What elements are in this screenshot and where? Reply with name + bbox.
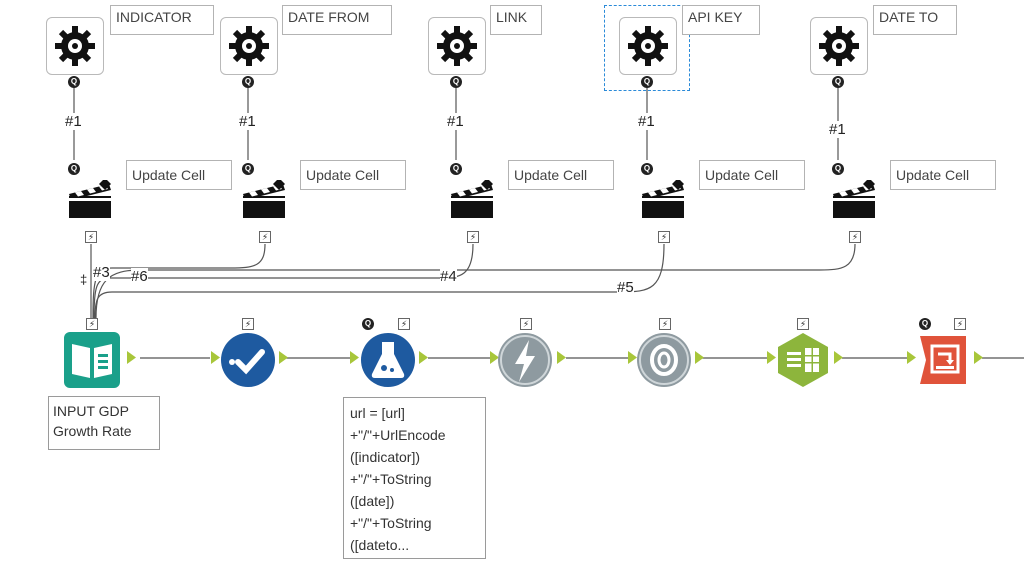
annotation-line: INPUT GDP: [53, 403, 129, 419]
connection-label: #4: [440, 268, 457, 285]
input-anchor[interactable]: [767, 351, 776, 364]
question-badge: Q: [68, 76, 80, 88]
config-tool-api-key[interactable]: [619, 17, 677, 75]
gear-icon: [628, 26, 668, 66]
formula-flask-icon[interactable]: [360, 332, 416, 388]
annotation-line: ([indicator]): [350, 449, 421, 465]
config-label-indicator: INDICATOR: [110, 5, 214, 35]
input-anchor[interactable]: [628, 351, 637, 364]
output-anchor[interactable]: [695, 351, 704, 364]
formula-annotation: url = [url] +"/"+UrlEncode ([indicator])…: [343, 397, 486, 559]
output-anchor[interactable]: [127, 351, 136, 364]
output-anchor[interactable]: [279, 351, 288, 364]
update-cell-action-icon[interactable]: [831, 180, 877, 220]
annotation-line: Growth Rate: [53, 423, 132, 439]
annotation-line: +"/"+UrlEncode: [350, 427, 446, 443]
question-badge: Q: [68, 163, 80, 175]
action-input-anchor[interactable]: ⚡: [86, 318, 98, 330]
action-anchor[interactable]: ⚡: [849, 231, 861, 243]
connection-label: #1: [447, 113, 464, 130]
connection-label: #1: [638, 113, 655, 130]
input-anchor[interactable]: [490, 351, 499, 364]
action-anchor[interactable]: ⚡: [658, 231, 670, 243]
update-cell-label: Update Cell: [699, 160, 805, 190]
action-anchor[interactable]: ⚡: [259, 231, 271, 243]
question-badge: Q: [362, 318, 374, 330]
question-badge: Q: [832, 76, 844, 88]
connection-label: #6: [131, 268, 148, 285]
action-input-anchor[interactable]: ⚡: [797, 318, 809, 330]
config-label-link: LINK: [490, 5, 542, 35]
bolt-download-icon[interactable]: [497, 332, 553, 388]
connection-label: #3: [93, 264, 110, 281]
connection-label: #1: [239, 113, 256, 130]
input-tool-annotation: INPUT GDP Growth Rate: [48, 396, 160, 450]
action-input-anchor[interactable]: ⚡: [659, 318, 671, 330]
annotation-line: url = [url]: [350, 405, 405, 421]
question-badge: Q: [242, 163, 254, 175]
annotation-line: +"/"+ToString: [350, 515, 432, 531]
output-anchor[interactable]: [974, 351, 983, 364]
action-anchor[interactable]: ⚡: [85, 231, 97, 243]
config-tool-indicator[interactable]: [46, 17, 104, 75]
input-anchor[interactable]: [907, 351, 916, 364]
input-anchor[interactable]: [350, 351, 359, 364]
update-cell-action-icon[interactable]: [67, 180, 113, 220]
book-input-icon[interactable]: [64, 332, 120, 388]
gear-icon: [819, 26, 859, 66]
config-tool-date-from[interactable]: [220, 17, 278, 75]
connection-label: #1: [829, 121, 846, 138]
text-to-columns-icon[interactable]: [775, 332, 831, 388]
question-badge: Q: [242, 76, 254, 88]
output-anchor[interactable]: [419, 351, 428, 364]
update-cell-action-icon[interactable]: [241, 180, 287, 220]
question-badge: Q: [641, 163, 653, 175]
question-badge: Q: [450, 163, 462, 175]
update-cell-action-icon[interactable]: [640, 180, 686, 220]
question-badge: Q: [641, 76, 653, 88]
annotation-line: ([date]): [350, 493, 395, 509]
config-tool-link[interactable]: [428, 17, 486, 75]
input-anchor[interactable]: [211, 351, 220, 364]
config-label-date-to: DATE TO: [873, 5, 957, 35]
json-parse-icon[interactable]: [636, 332, 692, 388]
update-cell-label: Update Cell: [300, 160, 406, 190]
connection-label: #1: [65, 113, 82, 130]
question-badge: Q: [919, 318, 931, 330]
question-badge: Q: [450, 76, 462, 88]
update-cell-action-icon[interactable]: [449, 180, 495, 220]
annotation-line: +"/"+ToString: [350, 471, 432, 487]
config-tool-date-to[interactable]: [810, 17, 868, 75]
action-input-anchor[interactable]: ⚡: [398, 318, 410, 330]
update-cell-label: Update Cell: [890, 160, 996, 190]
config-label-date-from: DATE FROM: [282, 5, 392, 35]
gear-icon: [55, 26, 95, 66]
connection-label: #5: [617, 279, 634, 296]
action-anchor[interactable]: ⚡: [467, 231, 479, 243]
gear-icon: [437, 26, 477, 66]
connection-label: ‡: [80, 272, 88, 287]
selection-outline: [604, 5, 690, 91]
output-anchor[interactable]: [834, 351, 843, 364]
update-cell-label: Update Cell: [126, 160, 232, 190]
output-icon[interactable]: [914, 332, 970, 388]
select-check-icon[interactable]: [220, 332, 276, 388]
gear-icon: [229, 26, 269, 66]
action-input-anchor[interactable]: ⚡: [954, 318, 966, 330]
config-label-api-key: API KEY: [682, 5, 760, 35]
output-anchor[interactable]: [557, 351, 566, 364]
question-badge: Q: [832, 163, 844, 175]
action-input-anchor[interactable]: ⚡: [520, 318, 532, 330]
annotation-line: ([dateto...: [350, 537, 410, 553]
action-input-anchor[interactable]: ⚡: [242, 318, 254, 330]
update-cell-label: Update Cell: [508, 160, 614, 190]
